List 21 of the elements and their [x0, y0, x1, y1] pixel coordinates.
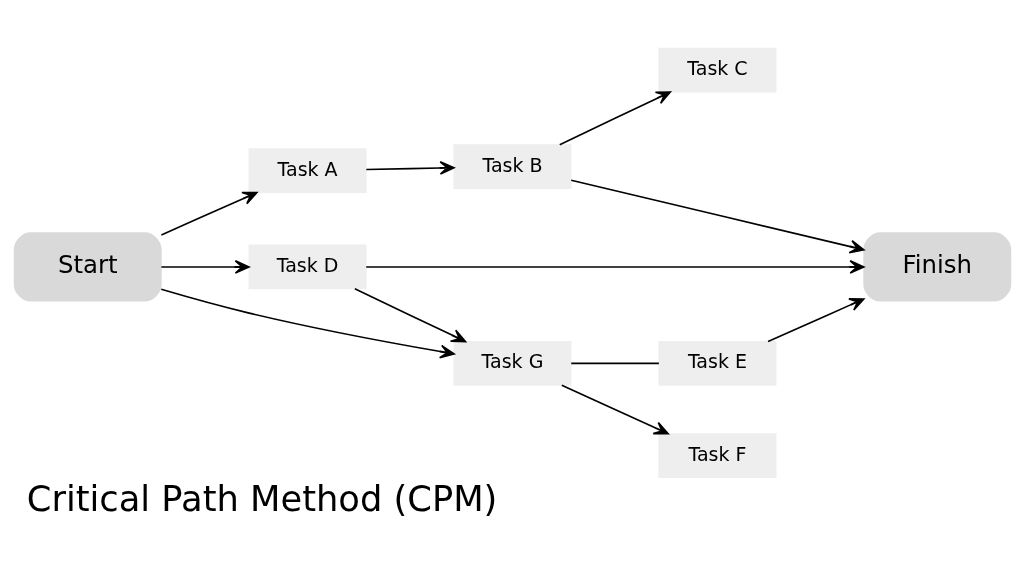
node-box: Task A	[248, 148, 367, 193]
arrow	[766, 298, 865, 343]
node-box: Start	[13, 232, 162, 302]
arrow	[160, 191, 258, 236]
node-box: Task D	[248, 244, 367, 290]
arrow	[160, 260, 250, 274]
node-box: Task C	[657, 47, 776, 93]
node-box: Task G	[452, 340, 572, 386]
node-box: Task F	[657, 433, 776, 478]
diagram-title: Critical Path Method (CPM)	[26, 477, 497, 519]
arrow	[353, 288, 466, 343]
arrow	[159, 288, 455, 359]
node-box: Task E	[657, 340, 776, 386]
connector	[569, 362, 660, 365]
node-box: Finish	[862, 232, 1011, 302]
arrow	[569, 179, 865, 254]
arrow	[364, 260, 865, 274]
arrow	[560, 384, 669, 435]
node-box: Task B	[452, 144, 572, 189]
arrow	[365, 161, 455, 175]
arrow	[558, 91, 671, 146]
